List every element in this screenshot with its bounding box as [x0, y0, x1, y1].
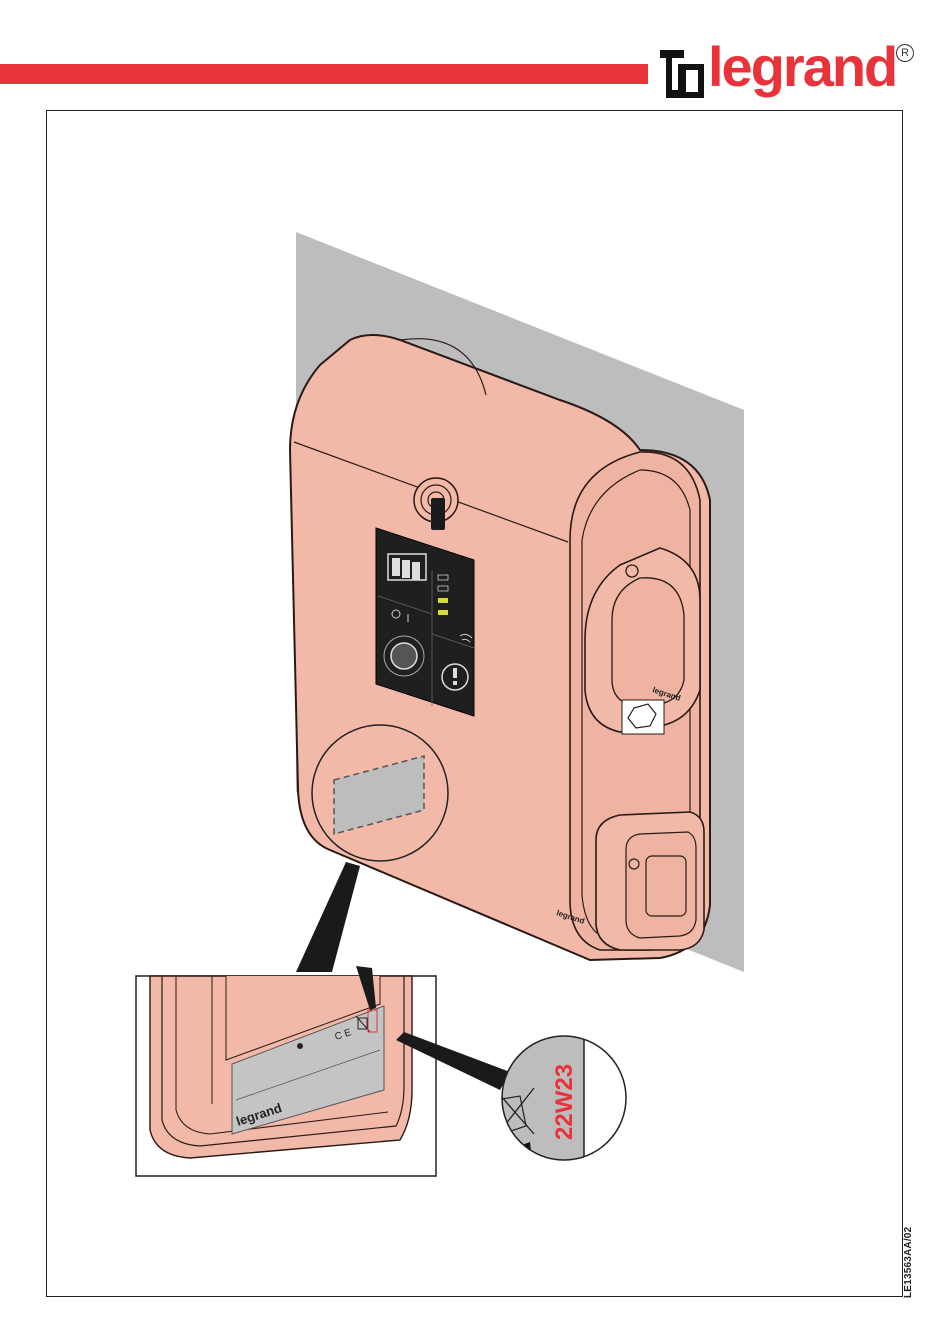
control-panel: [376, 528, 474, 716]
domestic-socket: [596, 812, 704, 950]
date-code: 22W23: [551, 1064, 578, 1140]
key-icon: [431, 498, 445, 530]
document-code: LE13563AA/02: [903, 1227, 914, 1298]
